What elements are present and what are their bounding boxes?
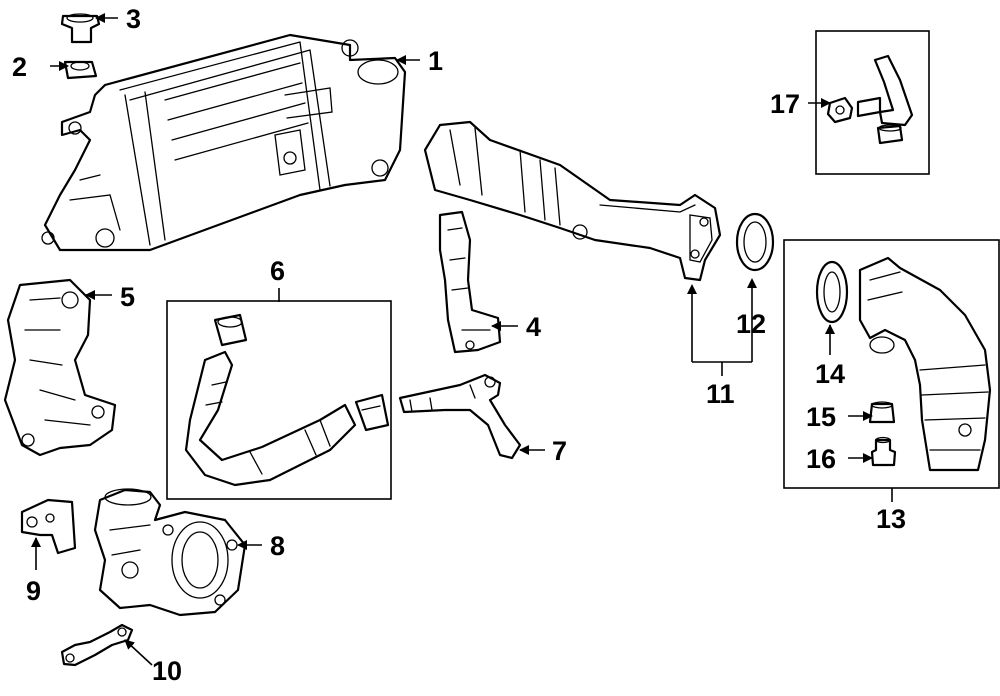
part-16-fitting: [870, 436, 897, 467]
callout-8: 8: [270, 531, 285, 561]
callout-17: 17: [770, 89, 800, 119]
part-13-elbow-duct: [858, 256, 992, 472]
part-1-intercooler: [41, 33, 407, 252]
leader-lines: [31, 13, 893, 666]
part-7-small-hose: [398, 373, 522, 460]
part-4-bracket-strip: [438, 210, 502, 354]
callout-numbers: 1 2 3 4 5 6 7 8 9 10 11 12 13 14 15 16 1…: [12, 4, 906, 686]
part-15-grommet: [868, 401, 896, 424]
callout-15: 15: [806, 402, 836, 432]
part-3-push-pin: [60, 13, 101, 44]
callout-16: 16: [806, 444, 836, 474]
part-6-hose: [184, 313, 390, 487]
callout-6: 6: [270, 256, 285, 286]
callout-1: 1: [428, 46, 443, 76]
callout-9: 9: [26, 576, 41, 606]
callout-12: 12: [736, 309, 766, 339]
part-2-clip: [63, 60, 98, 80]
part-17-hose-assembly: [826, 54, 914, 145]
callout-13: 13: [876, 504, 906, 534]
callout-3: 3: [126, 4, 141, 34]
callout-5: 5: [120, 282, 135, 312]
part-5-bracket: [3, 278, 117, 457]
part-10-tie: [60, 623, 134, 667]
part-11-charge-air-pipe: [423, 120, 722, 282]
part-12-gasket: [735, 212, 775, 272]
callout-11: 11: [706, 379, 735, 409]
callout-4: 4: [526, 312, 541, 342]
part-8-housing: [93, 488, 247, 617]
callout-14: 14: [815, 359, 845, 389]
callout-10: 10: [152, 656, 182, 686]
callout-7: 7: [552, 436, 567, 466]
callout-2: 2: [12, 52, 27, 82]
part-14-gasket: [815, 260, 849, 324]
part-9-small-bracket: [20, 498, 77, 555]
